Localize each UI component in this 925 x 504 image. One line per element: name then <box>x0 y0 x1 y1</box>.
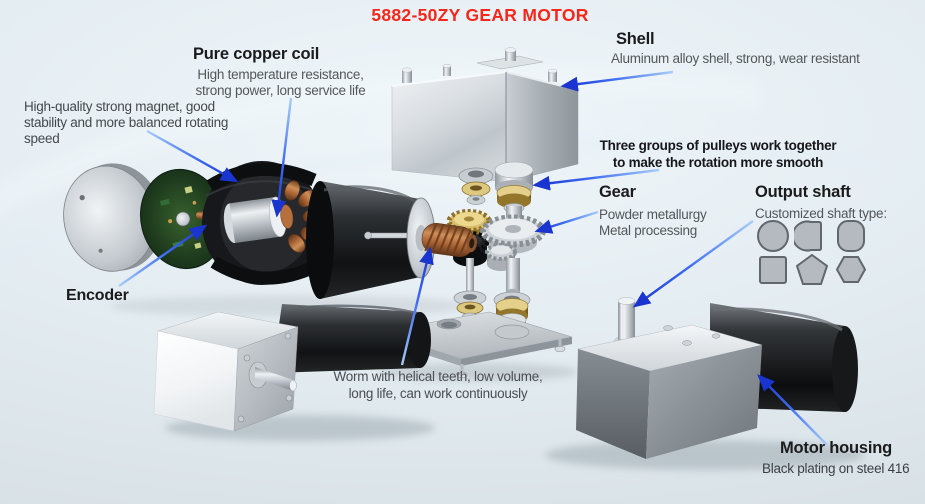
assembled-unit-left <box>153 304 431 432</box>
label-output-shaft: Output shaft <box>755 183 851 201</box>
shaft-type-oval-icon <box>833 219 869 252</box>
right-unit-gearbox <box>576 324 763 459</box>
arrow-gear <box>534 210 599 234</box>
arrow-shell <box>560 70 674 92</box>
left-unit-gearbox <box>153 311 299 432</box>
label-motor-housing: Motor housing <box>780 439 892 457</box>
label-pure-copper-coil-desc: High temperature resistance, strong powe… <box>178 67 383 99</box>
gear-desc-line1: Powder metallurgy <box>599 207 707 222</box>
page-title: 5882-50ZY GEAR MOTOR <box>371 5 589 25</box>
worm-gear <box>421 223 477 257</box>
leader-arrows <box>118 70 828 446</box>
gear-desc-line2: Metal processing <box>599 223 698 238</box>
label-magnet-desc: High-quality strong magnet, good stabili… <box>24 99 264 147</box>
label-encoder: Encoder <box>66 287 129 304</box>
shaft-type-shapes <box>755 219 869 286</box>
exploded-motor <box>63 161 436 299</box>
magnet-desc-line1: High-quality strong magnet, good <box>24 99 215 114</box>
worm-desc-line2: long life, can work continuously <box>348 386 528 401</box>
pulley-stack-left <box>458 167 494 205</box>
shell-top-posts <box>401 47 558 83</box>
pulley-stack-right <box>494 161 534 213</box>
assembled-unit-right <box>576 297 858 459</box>
label-pulleys-desc: Three groups of pulleys work together to… <box>592 138 844 171</box>
shaft-type-round-icon <box>755 219 791 252</box>
shaft-type-square-icon <box>755 253 791 286</box>
shell-box <box>391 47 579 183</box>
label-worm-desc: Worm with helical teeth, low volume, lon… <box>318 368 558 402</box>
arrow-motor-housing <box>757 374 828 446</box>
label-output-shaft-desc: Customized shaft type: <box>755 206 887 221</box>
shaft-type-hexagon-icon <box>833 253 869 286</box>
worm-desc-line1: Worm with helical teeth, low volume, <box>333 369 543 384</box>
arrow-encoder <box>118 224 208 287</box>
lower-washers-left <box>453 258 487 322</box>
magnet-desc-line3: speed <box>24 131 60 146</box>
pulleys-desc-line1: Three groups of pulleys work together <box>599 138 837 153</box>
magnet-desc-line2: stability and more balanced rotating <box>24 115 229 130</box>
arrow-output-shaft <box>632 220 754 308</box>
arrow-magnet <box>146 129 239 183</box>
label-shell-desc: Aluminum alloy shell, strong, wear resis… <box>611 51 860 66</box>
label-shell: Shell <box>616 30 655 48</box>
shaft-type-pentagon-icon <box>794 253 830 286</box>
label-motor-housing-desc: Black plating on steel 416 <box>762 461 910 476</box>
silver-gear-cluster <box>480 214 546 296</box>
pulleys-desc-line2: to make the rotation more smooth <box>612 154 824 170</box>
arrow-worm <box>400 246 434 366</box>
motor-can <box>306 181 436 299</box>
coil-desc-line2: strong power, long service life <box>195 83 366 98</box>
gear-train <box>421 161 546 335</box>
left-unit-motor <box>272 304 431 373</box>
coil-desc-line1: High temperature resistance, <box>197 67 364 82</box>
arrow-pulleys <box>532 168 660 191</box>
shaft-type-d-cut-icon <box>794 219 830 252</box>
arrow-coil <box>271 97 293 218</box>
label-gear: Gear <box>599 183 636 201</box>
label-pure-copper-coil: Pure copper coil <box>193 45 320 63</box>
label-gear-desc: Powder metallurgy Metal processing <box>599 207 707 239</box>
